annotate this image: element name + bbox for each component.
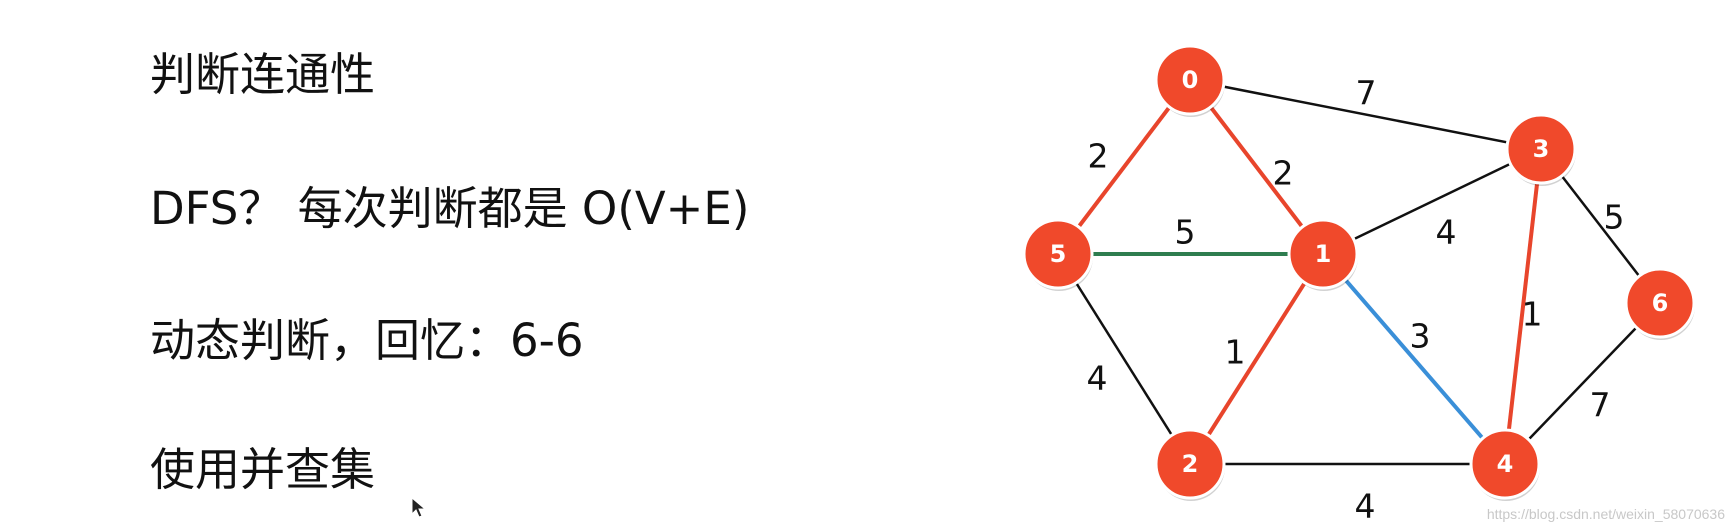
watermark-url: https://blog.csdn.net/weixin_58070636	[1486, 506, 1725, 522]
mouse-pointer-icon	[411, 497, 427, 518]
node-label-1: 1	[1315, 240, 1332, 268]
edge-weight-0-1: 2	[1273, 154, 1294, 193]
nodes-layer: 0 1 2 3 4 5 6	[1022, 44, 1696, 501]
edge-1-4	[1321, 252, 1507, 466]
edge-0-1	[1188, 78, 1325, 256]
node-3: 3	[1505, 113, 1577, 186]
edge-weight-1-2: 1	[1225, 333, 1246, 372]
edge-6-4	[1504, 302, 1661, 465]
node-label-6: 6	[1652, 289, 1669, 317]
edge-3-4	[1503, 148, 1543, 465]
edge-weight-0-3: 7	[1356, 74, 1377, 113]
edge-weight-5-2: 4	[1087, 359, 1108, 398]
edge-weights-layer: 2 2 7 5 4 5 3 1 1 4 7 4	[1087, 74, 1625, 526]
node-label-0: 0	[1182, 66, 1199, 94]
edge-1-3	[1322, 147, 1542, 256]
node-4: 4	[1469, 428, 1541, 501]
node-1: 1	[1287, 218, 1359, 291]
edge-weight-1-4: 3	[1410, 317, 1431, 356]
node-circle-4	[1469, 428, 1541, 500]
edge-5-2	[1056, 253, 1192, 465]
node-label-4: 4	[1497, 450, 1514, 478]
node-circle-5	[1022, 218, 1094, 290]
edge-1-2	[1188, 252, 1325, 466]
node-2: 2	[1154, 428, 1226, 501]
text-line-dfs: DFS？ 每次判断都是 O(V+E)	[150, 182, 750, 235]
node-circle-6	[1624, 267, 1696, 339]
node-circle-0	[1154, 44, 1226, 116]
node-5: 5	[1022, 218, 1094, 291]
node-6: 6	[1624, 267, 1696, 340]
node-label-2: 2	[1182, 450, 1199, 478]
edge-0-3	[1189, 78, 1542, 151]
node-0: 0	[1154, 44, 1226, 117]
node-circle-3	[1505, 113, 1577, 185]
edge-weight-0-5: 2	[1088, 137, 1109, 176]
edge-weight-3-6: 5	[1604, 198, 1625, 237]
text-line-connectivity: 判断连通性	[150, 48, 376, 101]
edge-0-5	[1056, 78, 1192, 256]
edge-weight-2-4: 4	[1355, 487, 1376, 526]
text-line-union-find: 使用并查集	[150, 443, 376, 496]
edges-layer	[1056, 78, 1661, 466]
node-circle-1	[1287, 218, 1359, 290]
node-label-5: 5	[1050, 240, 1067, 268]
edge-weight-5-1: 5	[1175, 213, 1196, 252]
edge-weight-3-4: 1	[1522, 295, 1543, 334]
edge-weight-6-4: 7	[1590, 386, 1611, 425]
edge-weight-1-3: 4	[1436, 213, 1457, 252]
node-circle-2	[1154, 428, 1226, 500]
node-label-3: 3	[1533, 135, 1550, 163]
text-line-dynamic: 动态判断，回忆：6-6	[150, 314, 584, 367]
